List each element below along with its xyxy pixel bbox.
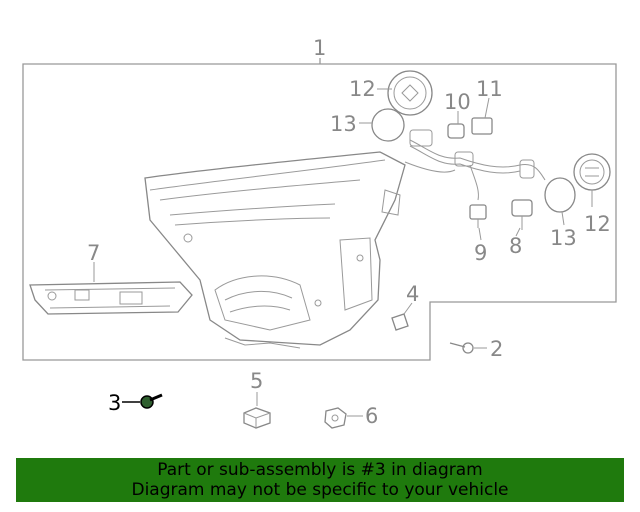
callout-11: 11 xyxy=(476,77,503,101)
part-13-seal-top xyxy=(371,108,405,142)
callout-6: 6 xyxy=(365,404,378,428)
assembly-boundary xyxy=(22,63,617,361)
wiring-harness xyxy=(404,129,546,201)
headlamp-housing xyxy=(144,151,406,349)
callout-12-top: 12 xyxy=(349,77,376,101)
parts-diagram: 1 12 13 10 11 12 13 9 8 7 4 2 3 5 6 xyxy=(22,36,617,429)
banner-line-2: Diagram may not be specific to your vehi… xyxy=(131,480,509,500)
part-9-bulb xyxy=(469,204,487,228)
part-info-banner: Part or sub-assembly is #3 in diagram Di… xyxy=(16,458,624,502)
part-5-clip xyxy=(243,407,271,429)
callout-5: 5 xyxy=(250,369,263,393)
callout-1: 1 xyxy=(313,36,326,60)
callout-2: 2 xyxy=(490,337,503,361)
callout-4: 4 xyxy=(406,282,419,306)
callout-10: 10 xyxy=(444,90,471,114)
banner-line-1: Part or sub-assembly is #3 in diagram xyxy=(157,460,483,480)
leader-lines xyxy=(93,88,593,417)
part-13-seal-right xyxy=(544,177,576,213)
callout-9: 9 xyxy=(474,241,487,265)
part-6-nut xyxy=(324,407,347,429)
callout-13-right: 13 xyxy=(550,226,577,250)
part-8-bulb xyxy=(511,199,533,230)
part-7-bracket xyxy=(29,281,193,315)
part-2-screw xyxy=(449,342,474,354)
callout-13-top: 13 xyxy=(330,112,357,136)
part-4-clip xyxy=(391,313,409,331)
part-12-cap-top xyxy=(387,70,433,116)
callout-12-right: 12 xyxy=(584,212,611,236)
part-10-socket xyxy=(447,123,465,139)
part-11-connector xyxy=(471,117,493,135)
callout-8: 8 xyxy=(509,234,522,258)
part-3-bolt xyxy=(140,393,163,409)
callout-3: 3 xyxy=(108,391,121,415)
callout-7: 7 xyxy=(87,241,100,265)
part-12-cap-right xyxy=(573,153,611,191)
